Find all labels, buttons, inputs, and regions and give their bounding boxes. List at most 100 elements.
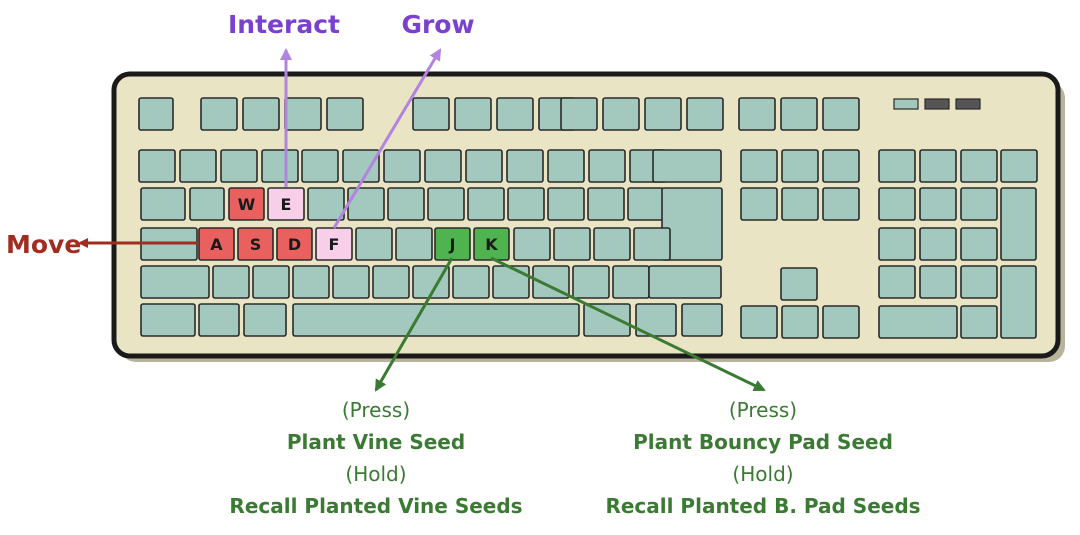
status-lights bbox=[893, 98, 981, 110]
key-f9-f12-0 bbox=[560, 97, 598, 131]
key-num-0 bbox=[138, 149, 176, 183]
key-qwerty-3 bbox=[427, 187, 465, 221]
key-k bbox=[473, 227, 510, 261]
key-home-rest-0 bbox=[513, 227, 551, 261]
move-label: Move bbox=[6, 230, 82, 259]
key-f5-f8-0 bbox=[412, 97, 450, 131]
key-num-7 bbox=[424, 149, 462, 183]
key-f9-f12-1 bbox=[602, 97, 640, 131]
key-num-2 bbox=[220, 149, 258, 183]
key-lwin bbox=[198, 303, 240, 337]
key-sys-2 bbox=[822, 97, 860, 131]
key-numpad-r4-1 bbox=[919, 265, 957, 299]
key-numpad-r2-0 bbox=[878, 187, 916, 221]
key-qwerty-6 bbox=[547, 187, 585, 221]
key-home-rest-1 bbox=[553, 227, 591, 261]
key-rshift bbox=[648, 265, 722, 299]
key-home-rest-3 bbox=[633, 227, 671, 261]
key-bottom-letters-9 bbox=[572, 265, 610, 299]
key-lalt bbox=[243, 303, 287, 337]
key-bottom-letters-7 bbox=[492, 265, 530, 299]
key-nav-top-1 bbox=[781, 149, 819, 183]
key-qwerty-2 bbox=[387, 187, 425, 221]
key-num-3 bbox=[261, 149, 299, 183]
bouncy-hold-text: (Hold) bbox=[732, 462, 794, 486]
key-tab bbox=[140, 187, 186, 221]
key-numpad-r2-1 bbox=[919, 187, 957, 221]
key-f5-f8-2 bbox=[496, 97, 534, 131]
key-num-4 bbox=[301, 149, 339, 183]
grow-arrow bbox=[332, 48, 442, 229]
key-numpad-top-2 bbox=[960, 149, 998, 183]
key-num-6 bbox=[383, 149, 421, 183]
key-nav-top-2 bbox=[822, 149, 860, 183]
key-numpad-top-0 bbox=[878, 149, 916, 183]
key-f9-f12-2 bbox=[644, 97, 682, 131]
key-bottom-letters-5 bbox=[412, 265, 450, 299]
key-w bbox=[228, 187, 265, 221]
key-rctrl bbox=[681, 303, 723, 337]
key-a-label: A bbox=[210, 235, 223, 254]
key-lctrl bbox=[140, 303, 196, 337]
key-arrows-1 bbox=[781, 305, 819, 339]
key-f1-f4-0 bbox=[200, 97, 238, 131]
key-numpad-r3-2 bbox=[960, 227, 998, 261]
key-numpad-r2-2 bbox=[960, 187, 998, 221]
key-nav-mid-2 bbox=[822, 187, 860, 221]
key-qwerty-5 bbox=[507, 187, 545, 221]
vine-press-text: (Press) bbox=[341, 398, 411, 422]
key-lshift bbox=[140, 265, 210, 299]
key-gh-1 bbox=[395, 227, 433, 261]
key-f1-f4-1 bbox=[242, 97, 280, 131]
key-s bbox=[237, 227, 274, 261]
key-num-9 bbox=[506, 149, 544, 183]
status-light-0 bbox=[893, 98, 919, 110]
key-bottom-letters-2 bbox=[292, 265, 330, 299]
key-sys-0 bbox=[738, 97, 776, 131]
bouncy-recall-text: Recall Planted B. Pad Seeds bbox=[605, 494, 921, 518]
key-numpad-top-1 bbox=[919, 149, 957, 183]
bouncy-press-text: (Press) bbox=[728, 398, 798, 422]
key-qwerty-7 bbox=[587, 187, 625, 221]
key-k-label: K bbox=[485, 235, 498, 254]
key-d-label: D bbox=[288, 235, 301, 254]
key-numpad-r3-0 bbox=[878, 227, 916, 261]
status-light-1 bbox=[924, 98, 950, 110]
key-w-label: W bbox=[238, 195, 256, 214]
key-a bbox=[198, 227, 235, 261]
key-menu bbox=[635, 303, 677, 337]
key-q bbox=[189, 187, 225, 221]
key-home-rest-2 bbox=[593, 227, 631, 261]
key-numpad-top-3 bbox=[1000, 149, 1038, 183]
vine-arrow bbox=[374, 257, 454, 392]
key-esc bbox=[138, 97, 174, 131]
key-bottom-letters-0 bbox=[212, 265, 250, 299]
key-ralt bbox=[583, 303, 631, 337]
key-numpad-0 bbox=[878, 305, 958, 339]
key-numpad-r4-0 bbox=[878, 265, 916, 299]
key-num-5 bbox=[342, 149, 380, 183]
status-light-2 bbox=[955, 98, 981, 110]
key-gh-0 bbox=[355, 227, 393, 261]
key-nav-top-0 bbox=[740, 149, 778, 183]
vine-plant-text: Plant Vine Seed bbox=[286, 430, 466, 454]
key-num-1 bbox=[179, 149, 217, 183]
key-qwerty-8 bbox=[627, 187, 665, 221]
vine-hold-text: (Hold) bbox=[345, 462, 407, 486]
key-nav-mid-0 bbox=[740, 187, 778, 221]
key-e bbox=[267, 187, 305, 221]
key-up bbox=[780, 267, 818, 301]
vine-seed-info: (Press) Plant Vine Seed (Hold) Recall Pl… bbox=[229, 394, 522, 522]
key-qwerty-4 bbox=[467, 187, 505, 221]
bouncy-plant-text: Plant Bouncy Pad Seed bbox=[633, 430, 893, 454]
key-bottom-letters-3 bbox=[332, 265, 370, 299]
key-bottom-letters-1 bbox=[252, 265, 290, 299]
key-nav-mid-1 bbox=[781, 187, 819, 221]
key-f1-f4-3 bbox=[326, 97, 364, 131]
key-space bbox=[292, 303, 580, 337]
key-bottom-letters-4 bbox=[372, 265, 410, 299]
key-backspace bbox=[652, 149, 722, 183]
key-numpad-r3-1 bbox=[919, 227, 957, 261]
key-num-11 bbox=[588, 149, 626, 183]
